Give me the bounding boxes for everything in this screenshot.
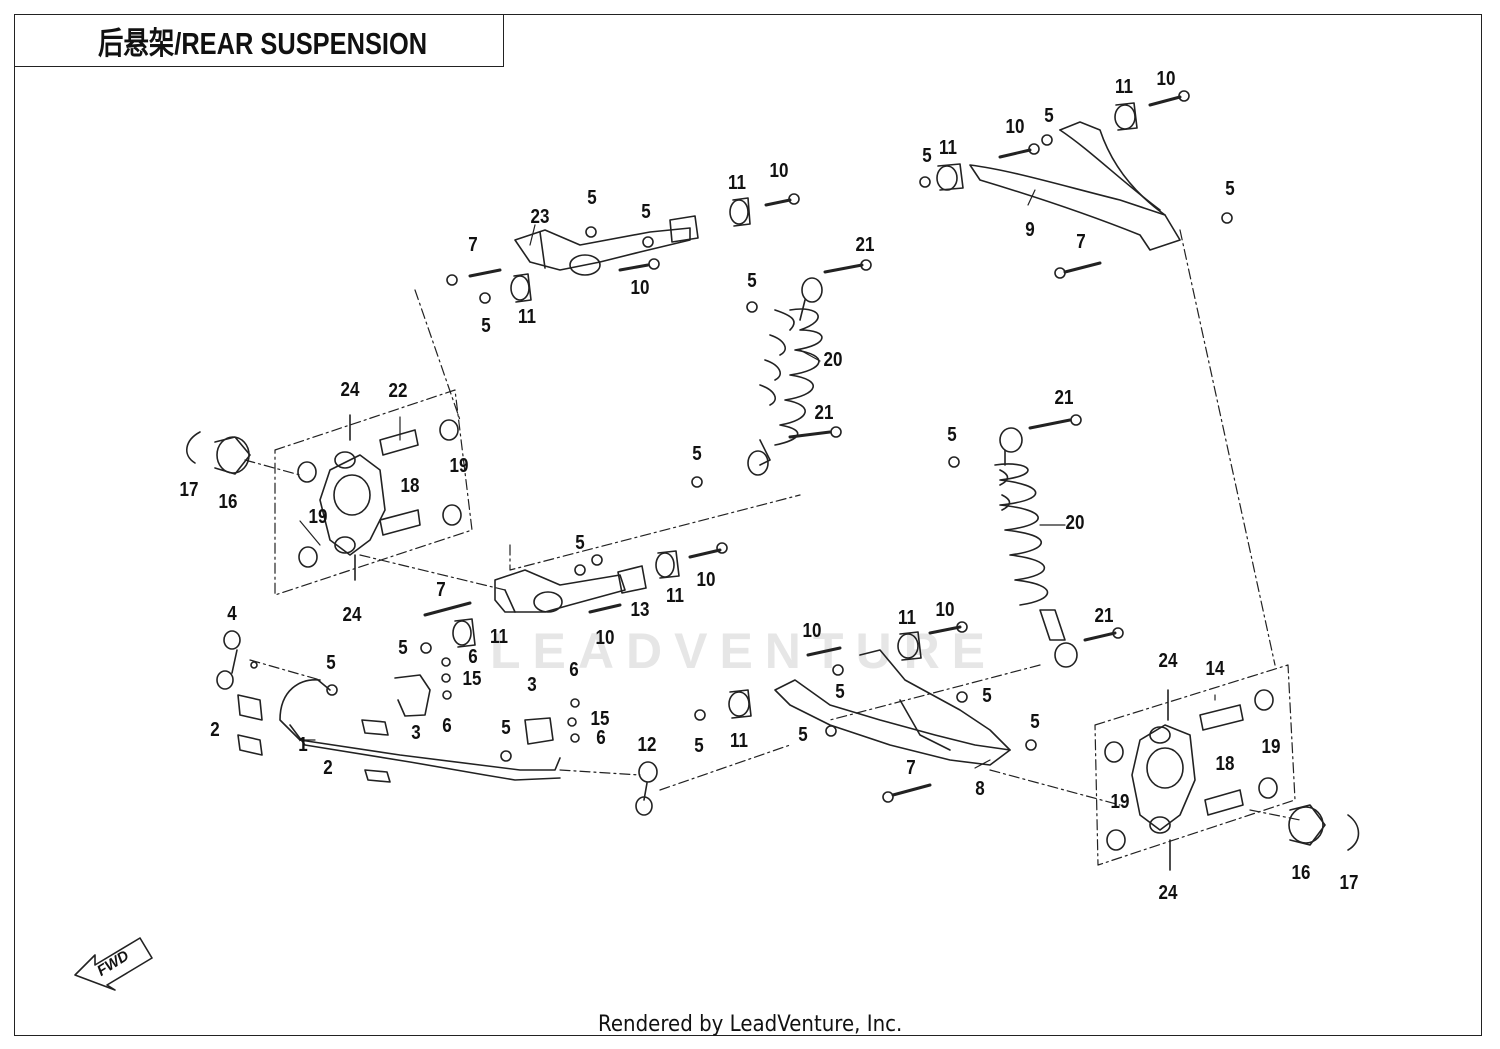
shock-absorber-left (691, 259, 872, 488)
callout-5: 5 (641, 201, 651, 223)
diagram-frame (14, 14, 1482, 1036)
upper-arm-left (446, 193, 800, 304)
callout-5: 5 (835, 681, 845, 703)
knuckle-right (1104, 689, 1360, 871)
callout-4: 4 (227, 603, 237, 625)
callout-8: 8 (975, 778, 985, 800)
callout-6: 6 (569, 659, 579, 681)
callout-7: 7 (906, 757, 916, 779)
callout-11: 11 (1115, 76, 1133, 98)
callout-5: 5 (481, 315, 491, 337)
callout-5: 5 (326, 652, 336, 674)
callout-5: 5 (501, 717, 511, 739)
callout-10: 10 (1156, 68, 1176, 90)
callout-10: 10 (769, 160, 789, 182)
knuckle-left (186, 414, 462, 581)
callout-10: 10 (630, 277, 650, 299)
callout-19: 19 (449, 455, 469, 477)
callout-5: 5 (398, 637, 408, 659)
callout-21: 21 (1054, 387, 1074, 409)
knuckle-box-left (274, 389, 473, 596)
callout-17: 17 (179, 479, 199, 501)
shock-absorber-right (948, 414, 1124, 668)
callout-21: 21 (814, 402, 834, 424)
callout-10: 10 (935, 599, 955, 621)
knuckle-box-right (1094, 664, 1296, 866)
callout-5: 5 (587, 187, 597, 209)
callout-18: 18 (400, 475, 420, 497)
callout-10: 10 (696, 569, 716, 591)
callout-11: 11 (898, 607, 916, 629)
fwd-arrow-icon (74, 937, 153, 991)
callout-22: 22 (388, 380, 408, 402)
footer-credit: Rendered by LeadVenture, Inc. (598, 1012, 903, 1037)
callout-15: 15 (462, 668, 482, 690)
callout-10: 10 (1005, 116, 1025, 138)
callout-19: 19 (1261, 736, 1281, 758)
callout-7: 7 (1076, 231, 1086, 253)
callout-23: 23 (530, 206, 550, 228)
callout-24: 24 (1158, 882, 1178, 904)
callout-5: 5 (1225, 178, 1235, 200)
callout-5: 5 (747, 270, 757, 292)
callout-17: 17 (1339, 872, 1359, 894)
callout-24: 24 (1158, 650, 1178, 672)
callout-6: 6 (468, 646, 478, 668)
callout-16: 16 (218, 491, 238, 513)
callout-11: 11 (518, 306, 536, 328)
callout-1: 1 (298, 734, 308, 756)
callout-20: 20 (823, 349, 843, 371)
lower-arm-left (420, 542, 728, 654)
page-title: 后悬架/REAR SUSPENSION (98, 26, 428, 61)
callout-7: 7 (436, 579, 446, 601)
callout-2: 2 (323, 757, 333, 779)
callout-11: 11 (490, 626, 508, 648)
callout-5: 5 (1030, 711, 1040, 733)
callout-6: 6 (596, 727, 606, 749)
callout-6: 6 (442, 715, 452, 737)
callout-13: 13 (630, 599, 650, 621)
callout-5: 5 (798, 724, 808, 746)
callout-12: 12 (637, 734, 657, 756)
callout-5: 5 (982, 685, 992, 707)
lower-arm-right (694, 621, 1037, 803)
callout-5: 5 (694, 735, 704, 757)
upper-arm-right (919, 90, 1233, 279)
callout-5: 5 (922, 145, 932, 167)
callout-11: 11 (728, 172, 746, 194)
callout-24: 24 (342, 604, 362, 626)
callout-10: 10 (595, 627, 615, 649)
callout-7: 7 (468, 234, 478, 256)
callout-9: 9 (1025, 219, 1035, 241)
watermark: LEADVENTURE (490, 623, 998, 679)
callout-21: 21 (1094, 605, 1114, 627)
title-box (14, 14, 504, 67)
callout-18: 18 (1215, 753, 1235, 775)
callout-5: 5 (575, 532, 585, 554)
callout-19: 19 (1110, 791, 1130, 813)
leader-lines (244, 229, 1301, 821)
callout-20: 20 (1065, 512, 1085, 534)
callout-leaders (299, 189, 1216, 769)
callout-2: 2 (210, 719, 220, 741)
callout-10: 10 (802, 620, 822, 642)
callout-24: 24 (340, 379, 360, 401)
callout-16: 16 (1291, 862, 1311, 884)
callout-3: 3 (411, 722, 421, 744)
callout-5: 5 (1044, 105, 1054, 127)
callout-19: 19 (308, 506, 328, 528)
stabilizer-bar (216, 630, 658, 816)
callout-5: 5 (947, 424, 957, 446)
callout-14: 14 (1205, 658, 1225, 680)
callout-5: 5 (692, 443, 702, 465)
callout-3: 3 (527, 674, 537, 696)
callout-15: 15 (590, 708, 610, 730)
callout-11: 11 (939, 137, 957, 159)
callout-11: 11 (730, 730, 748, 752)
callout-21: 21 (855, 234, 875, 256)
callout-11: 11 (666, 585, 684, 607)
